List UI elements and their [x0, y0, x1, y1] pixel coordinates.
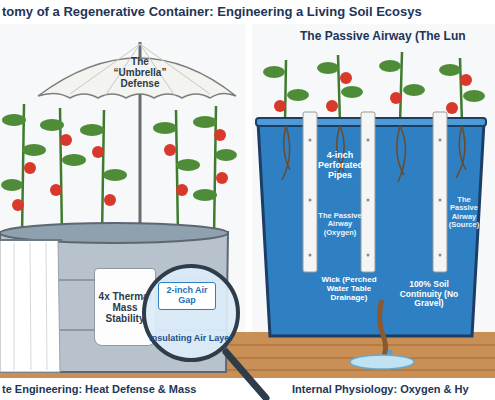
pipe-hole: [439, 139, 442, 142]
tomato: [460, 74, 472, 86]
leaf: [379, 60, 401, 72]
tomato: [214, 129, 226, 141]
pipe-hole: [309, 199, 312, 202]
tomato: [24, 162, 36, 174]
leaf: [193, 189, 217, 201]
umbrella-label: The “Umbrella” Defense: [104, 56, 176, 90]
pipe-hole: [439, 254, 442, 257]
pipe-hole: [367, 139, 370, 142]
curtain-fold: [46, 242, 47, 370]
water-drop: [388, 350, 393, 355]
airway-label: The Passive Airway (Source): [447, 196, 481, 230]
root: [282, 126, 290, 180]
drainage-saucer: [350, 355, 414, 369]
tomato: [176, 184, 188, 196]
wick-label: Wick (Perched Water Table Drainage): [318, 276, 380, 303]
pipe-hole: [439, 199, 442, 202]
left-leaves: [1, 114, 237, 201]
magnifier-callout: Insulating Air Layer 2-inch Air Gap: [142, 264, 240, 362]
pipe-hole: [367, 254, 370, 257]
perforated-pipes: [303, 112, 447, 272]
air-gap-box: 2-inch Air Gap: [158, 282, 216, 310]
root: [397, 126, 406, 182]
leaf: [317, 62, 339, 74]
left-stems: [22, 104, 216, 236]
leaf: [1, 179, 23, 191]
airway-label: The Passive Airway (Oxygen): [318, 212, 362, 237]
node-text: 2-inch Air Gap: [160, 286, 214, 306]
leaf: [80, 124, 104, 136]
leaf: [287, 89, 309, 101]
leaf: [341, 86, 363, 98]
node-text-wrap: Insulating Air Layer: [149, 334, 233, 344]
leaf: [176, 159, 200, 171]
tomato: [390, 92, 402, 104]
tomato: [164, 144, 176, 156]
pipe: [361, 112, 375, 272]
pipe: [303, 112, 317, 272]
leaf: [403, 84, 425, 96]
tomato: [326, 100, 338, 112]
right-panel-bg: [252, 24, 495, 378]
leaf: [62, 154, 86, 166]
pipe-hole: [309, 139, 312, 142]
pipe-hole: [309, 254, 312, 257]
right-tomatoes: [274, 72, 472, 114]
right-leaves: [263, 60, 485, 102]
insulating-curtain: [0, 240, 60, 372]
leaf: [153, 122, 177, 134]
tomato: [216, 172, 228, 184]
magnifier-handle: [226, 352, 266, 398]
node-text-wrap: 2-inch Air Gap: [160, 286, 214, 306]
leaf: [22, 144, 46, 156]
leaf: [40, 119, 64, 131]
curtain-folds: [14, 242, 47, 370]
tank-rim: [0, 223, 228, 243]
diagram-title: tomy of a Regenerative Container: Engine…: [2, 5, 422, 20]
pipe: [433, 112, 447, 272]
pipe-hole: [367, 199, 370, 202]
tomato: [92, 146, 104, 158]
tomato: [274, 100, 286, 112]
leaf: [463, 90, 485, 102]
curtain-fold: [30, 242, 31, 370]
panel-caption: Internal Physiology: Oxygen & Hy: [292, 383, 495, 395]
curtain-fold: [14, 242, 15, 370]
leaf: [103, 169, 127, 181]
leaf: [2, 114, 26, 126]
tomato: [446, 102, 458, 114]
pipe-label: 4-inch Perforated Pipes: [318, 150, 362, 180]
soil-label: 100% Soil Continuity (No Gravel): [392, 280, 466, 309]
leaf: [263, 66, 285, 78]
pipe-holes: [309, 139, 442, 257]
umbrella-ribs: [70, 44, 210, 96]
leaf: [193, 116, 217, 128]
plant-stem: [285, 60, 286, 124]
tomato: [60, 134, 72, 146]
plant-stem: [338, 55, 340, 124]
left-panel-bg: [0, 24, 245, 378]
curtain-rod: [0, 239, 62, 241]
tomato: [104, 194, 116, 206]
tomato: [12, 199, 24, 211]
tomato: [340, 72, 352, 84]
plant-stem: [400, 52, 402, 124]
tomato: [50, 184, 62, 196]
wick-rope: [379, 300, 385, 360]
panel-caption: te Engineering: Heat Defense & Mass: [2, 383, 242, 395]
leaf: [215, 149, 237, 161]
left-tomatoes: [12, 129, 228, 211]
root: [456, 126, 466, 178]
node-text: Insulating Air Layer: [149, 334, 233, 344]
panel-heading: The Passive Airway (The Lun: [300, 30, 495, 43]
leaf: [439, 64, 461, 76]
